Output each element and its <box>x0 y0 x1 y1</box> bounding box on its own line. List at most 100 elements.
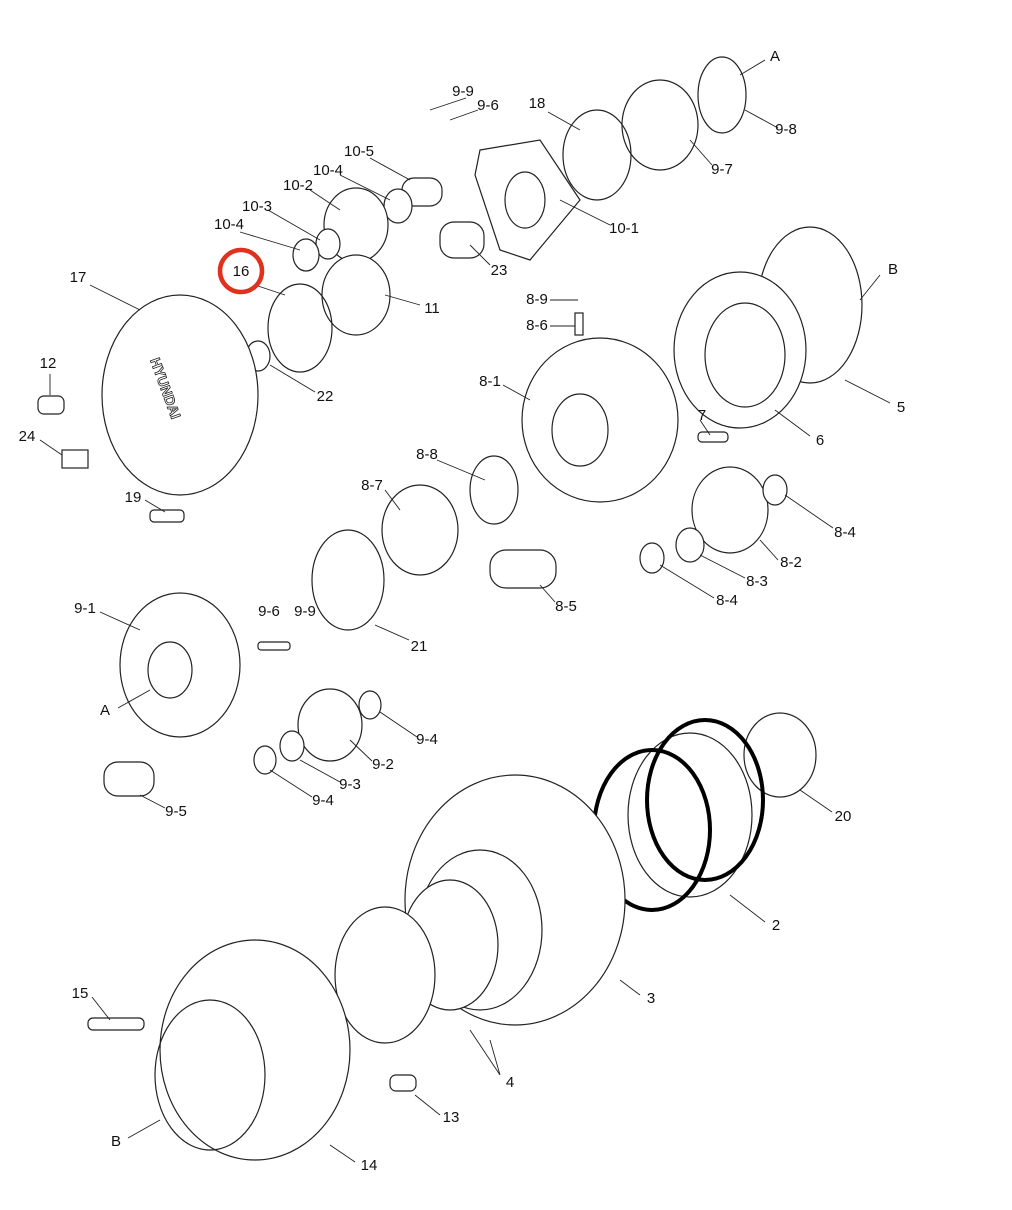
label-9-6: 9-6 <box>258 603 280 620</box>
part-4-bearing-b <box>334 906 436 1044</box>
part-10-4-washer <box>383 188 413 224</box>
part-8-4-washer-b <box>639 542 665 574</box>
part-9-1-bore <box>147 641 193 699</box>
label-10-3: 10-3 <box>242 198 272 215</box>
highlight-circle-16 <box>217 247 265 295</box>
leader-lines <box>39 59 891 1163</box>
label-23: 23 <box>491 262 508 279</box>
label-9-7: 9-7 <box>711 161 733 178</box>
parts-drawing: HYUNDAI <box>37 56 863 1161</box>
label-9-3: 9-3 <box>339 776 361 793</box>
label-2: 2 <box>772 917 780 934</box>
label-8-4: 8-4 <box>716 592 738 609</box>
label-B: B <box>888 261 898 278</box>
label-9-4: 9-4 <box>312 792 334 809</box>
part-9-2-gear <box>297 688 363 762</box>
part-6-bore <box>704 302 786 408</box>
label-14: 14 <box>361 1157 378 1174</box>
label-B: B <box>111 1133 121 1150</box>
label-24: 24 <box>19 428 36 445</box>
label-18: 18 <box>529 95 546 112</box>
part-16-ring <box>267 283 333 373</box>
part-2-floating-seal <box>627 732 753 898</box>
label-A: A <box>770 48 780 65</box>
part-24-nameplate <box>61 449 89 469</box>
label-11: 11 <box>424 300 440 317</box>
label-8-7: 8-7 <box>361 477 383 494</box>
part-9-4-washer-b <box>253 745 277 775</box>
label-A: A <box>100 702 110 719</box>
part-17-cover <box>101 294 259 496</box>
part-14-housing <box>159 939 351 1161</box>
label-10-4: 10-4 <box>313 162 343 179</box>
part-8-5-pin <box>489 549 557 589</box>
label-10-1: 10-1 <box>609 220 639 237</box>
part-10-1-carrier <box>474 139 581 261</box>
part-10-4-washer-b <box>292 238 320 272</box>
part-9-7-sun-gear <box>621 79 699 171</box>
label-9-9: 9-9 <box>294 603 316 620</box>
label-8-5: 8-5 <box>555 598 577 615</box>
label-5: 5 <box>897 399 905 416</box>
label-10-4: 10-4 <box>214 216 244 233</box>
label-7: 7 <box>698 407 706 424</box>
part-8-1-carrier <box>521 337 679 503</box>
part-8-3-bearing <box>675 527 705 563</box>
label-10-5: 10-5 <box>344 143 374 160</box>
label-10-2: 10-2 <box>283 177 313 194</box>
part-8-1-bore <box>551 393 609 467</box>
part-8-6-pin <box>574 312 584 336</box>
label-17: 17 <box>70 269 87 286</box>
part-8-2-gear <box>691 466 769 554</box>
label-8-4: 8-4 <box>834 524 856 541</box>
label-16: 16 <box>233 263 250 280</box>
part-10-1-bore <box>504 171 546 229</box>
part-9-1-carrier <box>119 592 241 738</box>
label-13: 13 <box>443 1109 460 1126</box>
part-9-3-bearing <box>279 730 305 762</box>
label-9-8: 9-8 <box>775 121 797 138</box>
part-9-5-pin <box>103 761 155 797</box>
part-23-shaft <box>439 221 485 259</box>
part-21-ring <box>311 529 385 631</box>
part-18-ring <box>562 109 632 201</box>
label-9-5: 9-5 <box>165 803 187 820</box>
label-19: 19 <box>125 489 142 506</box>
label-20: 20 <box>835 808 852 825</box>
label-9-6: 9-6 <box>477 97 499 114</box>
label-4: 4 <box>506 1074 514 1091</box>
part-11-gear <box>321 254 391 336</box>
part-9-6-pin <box>257 641 291 651</box>
part-9-4-washer-a <box>358 690 382 720</box>
part-8-4-washer-a <box>762 474 788 506</box>
part-6-ring-gear <box>673 271 807 429</box>
label-3: 3 <box>647 990 655 1007</box>
part-10-3-bearing <box>315 228 341 260</box>
label-22: 22 <box>317 388 334 405</box>
part-9-8-snap-ring <box>697 56 747 134</box>
part-8-8-snap-ring <box>469 455 519 525</box>
part-7-bolt <box>697 431 729 443</box>
part-14-spline <box>154 999 266 1151</box>
label-8-2: 8-2 <box>780 554 802 571</box>
label-15: 15 <box>72 985 89 1002</box>
label-6: 6 <box>816 432 824 449</box>
part-19-bolt <box>149 509 185 523</box>
label-9-9: 9-9 <box>452 83 474 100</box>
part-12-plug <box>37 395 65 415</box>
label-9-4: 9-4 <box>416 731 438 748</box>
part-labels: A 9-9 9-6 18 9-8 9-7 10-5 10-4 10-2 10-3… <box>19 48 906 1174</box>
label-8-1: 8-1 <box>479 373 501 390</box>
label-9-2: 9-2 <box>372 756 394 773</box>
part-8-7-sun-gear <box>381 484 459 576</box>
label-8-9: 8-9 <box>526 291 548 308</box>
part-13-pin <box>389 1074 417 1092</box>
label-9-1: 9-1 <box>74 600 96 617</box>
label-8-8: 8-8 <box>416 446 438 463</box>
label-21: 21 <box>411 638 428 655</box>
label-8-6: 8-6 <box>526 317 548 334</box>
part-2-oring-a <box>645 718 765 882</box>
label-12: 12 <box>40 355 57 372</box>
part-15-bolt <box>87 1017 145 1031</box>
